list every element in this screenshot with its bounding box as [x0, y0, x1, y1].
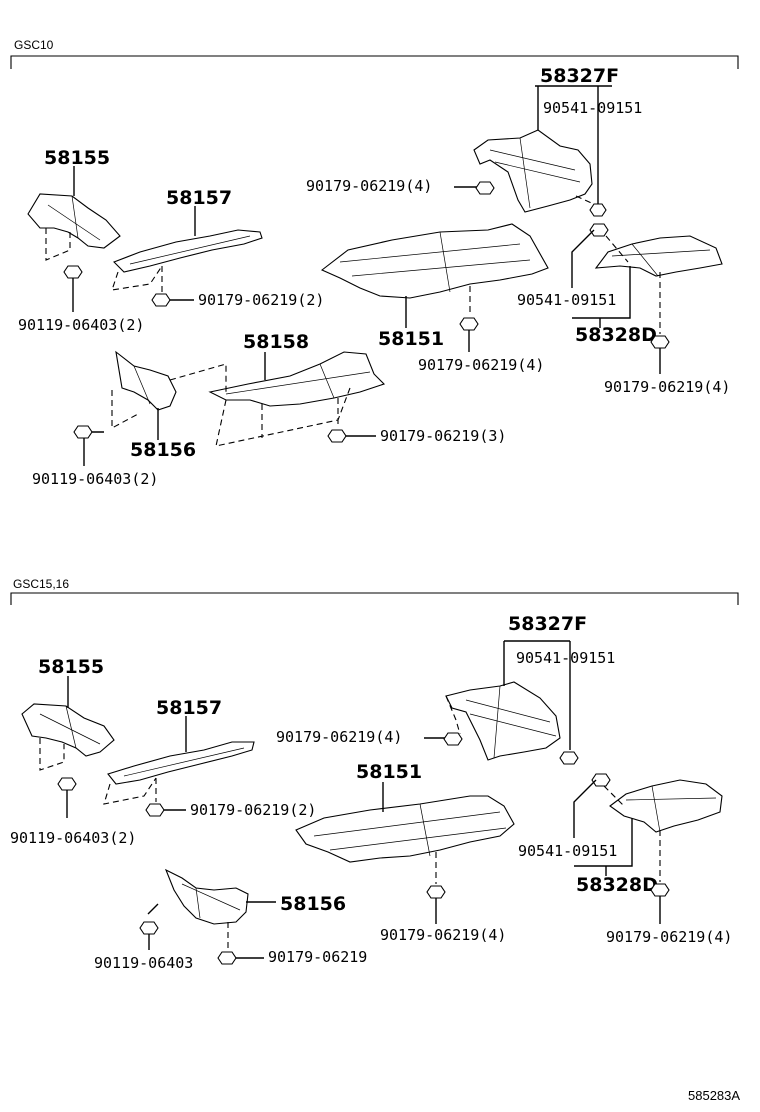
label-58156: 58156 [130, 439, 196, 461]
label-58151: 58151 [378, 328, 444, 350]
part-58328D-drawing [594, 235, 723, 277]
nut-icon [327, 429, 347, 443]
label-58151: 58151 [356, 761, 422, 783]
label-90541-09151-b: 90541-09151 [518, 842, 617, 860]
bolt-icon [57, 777, 77, 818]
label-90119-06403-2-b: 90119-06403(2) [32, 470, 158, 488]
label-90119-06403: 90119-06403 [94, 954, 193, 972]
label-90541-09151-b: 90541-09151 [517, 291, 616, 309]
part-58155-drawing [21, 703, 115, 771]
nut-icon [589, 223, 609, 237]
part-58151-drawing [295, 795, 515, 863]
nut-icon [589, 203, 607, 217]
reference-code: 585283A [688, 1088, 740, 1103]
part-58156-drawing [111, 350, 227, 429]
section-gsc10: GSC10 58327F 90541-09151 90179-06219(4) … [10, 38, 739, 488]
nut-icon [151, 293, 171, 307]
bracket-58328D [571, 229, 631, 328]
label-90179-06219-3: 90179-06219(3) [380, 427, 506, 445]
label-90179-06219-2: 90179-06219(2) [198, 291, 324, 309]
nut-icon [426, 885, 446, 899]
label-90179-06219-4-a: 90179-06219(4) [276, 728, 402, 746]
part-58151-drawing [320, 223, 549, 299]
label-90541-09151-a: 90541-09151 [516, 649, 615, 667]
section-gsc15-16: GSC15,16 58327F 90541-09151 90179-06219(… [10, 577, 739, 972]
nut-icon [459, 317, 479, 331]
nut-icon [650, 883, 670, 897]
label-90541-09151-a: 90541-09151 [543, 99, 642, 117]
part-58155-drawing [27, 193, 121, 261]
nut-icon [217, 951, 237, 965]
label-58156: 58156 [280, 893, 346, 915]
nut-icon [559, 751, 579, 765]
bolt-icon [139, 903, 159, 950]
label-58327F: 58327F [540, 65, 619, 87]
bolt-icon [73, 425, 104, 466]
label-90179-06219-4-b: 90179-06219(4) [380, 926, 506, 944]
label-58157: 58157 [166, 187, 232, 209]
label-90119-06403-2-a: 90119-06403(2) [18, 316, 144, 334]
nut-icon [145, 803, 165, 817]
part-58156-drawing [164, 868, 249, 950]
nut-icon [475, 181, 495, 195]
label-58158: 58158 [243, 331, 309, 353]
part-58327F-drawing [473, 129, 599, 213]
label-90179-06219-4-a: 90179-06219(4) [306, 177, 432, 195]
label-90179-06219-4-c: 90179-06219(4) [606, 928, 732, 946]
bracket-58327F [503, 640, 571, 750]
label-58155: 58155 [38, 656, 104, 678]
label-90179-06219-4-c: 90179-06219(4) [604, 378, 730, 396]
label-90119-06403-2: 90119-06403(2) [10, 829, 136, 847]
part-58157-drawing [103, 741, 255, 805]
label-58328D: 58328D [575, 324, 657, 346]
bolt-icon [63, 265, 83, 312]
label-58155: 58155 [44, 147, 110, 169]
label-90179-06219-4-b: 90179-06219(4) [418, 356, 544, 374]
section-title: GSC10 [14, 38, 54, 52]
label-58328D: 58328D [576, 874, 658, 896]
label-90179-06219: 90179-06219 [268, 948, 367, 966]
section-bracket [10, 592, 739, 605]
section-bracket [10, 55, 739, 69]
part-58327F-drawing [445, 681, 561, 761]
bracket-58328D [573, 779, 633, 876]
nut-icon [443, 732, 463, 746]
label-90179-06219-2: 90179-06219(2) [190, 801, 316, 819]
part-58328D-drawing [603, 779, 723, 833]
section-title: GSC15,16 [13, 577, 69, 591]
label-58327F: 58327F [508, 613, 587, 635]
part-58157-drawing [111, 229, 263, 291]
bracket-58327F [535, 85, 612, 130]
nut-icon [650, 335, 670, 349]
part-58158-drawing [208, 351, 386, 447]
label-58157: 58157 [156, 697, 222, 719]
nut-icon [591, 773, 611, 787]
